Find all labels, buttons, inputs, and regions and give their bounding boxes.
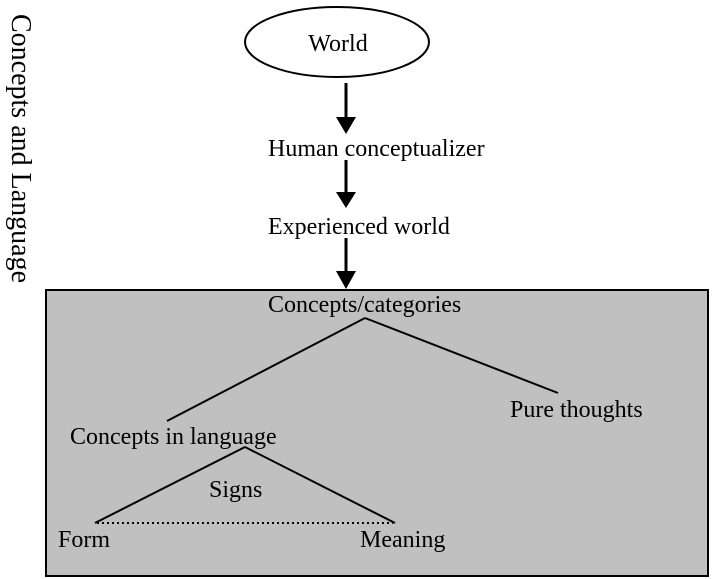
human-conceptualizer-label: Human conceptualizer bbox=[268, 136, 485, 162]
concepts-panel bbox=[45, 289, 709, 577]
form-label: Form bbox=[58, 527, 110, 553]
branch-to-concepts-in-language bbox=[166, 317, 366, 422]
concepts-categories-label: Concepts/categories bbox=[268, 292, 461, 318]
arrow-experienced-to-concepts bbox=[336, 238, 356, 289]
world-label: World bbox=[308, 31, 367, 57]
experienced-world-label: Experienced world bbox=[268, 214, 450, 240]
branch-to-pure-thoughts bbox=[364, 317, 559, 394]
arrow-conceptualizer-to-experienced bbox=[336, 160, 356, 208]
signs-label: Signs bbox=[209, 477, 262, 503]
arrow-world-to-conceptualizer bbox=[336, 83, 356, 134]
meaning-label: Meaning bbox=[360, 527, 445, 553]
branch-to-form bbox=[94, 446, 246, 524]
world-node bbox=[244, 6, 430, 78]
side-title: Concepts and Language bbox=[5, 14, 36, 284]
branch-to-meaning bbox=[244, 446, 396, 524]
pure-thoughts-label: Pure thoughts bbox=[510, 397, 643, 423]
concepts-in-language-label: Concepts in language bbox=[70, 424, 277, 450]
